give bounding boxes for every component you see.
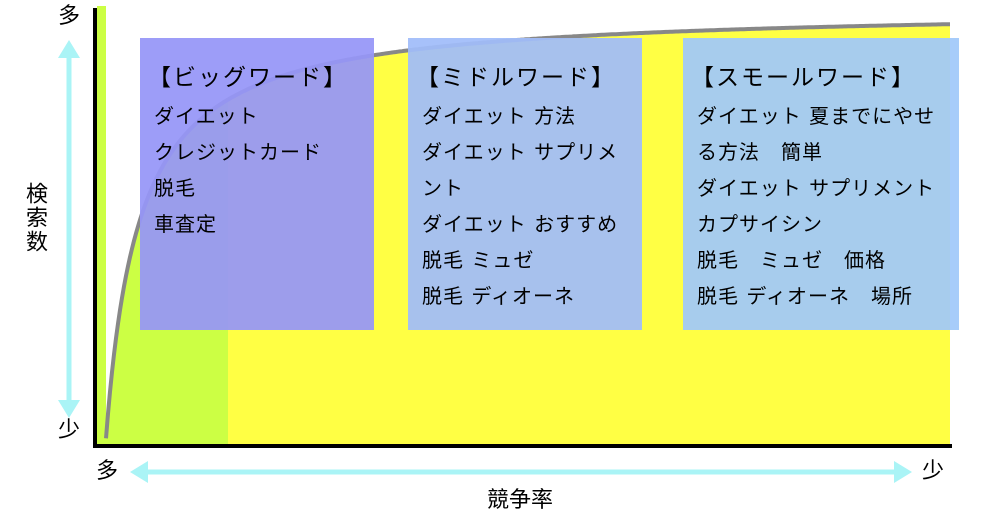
small-word-list: ダイエット 夏までにやせる方法 簡単 ダイエット サプリメント カプサイシン 脱… <box>697 98 945 314</box>
middle-word-item: ダイエット サプリメント <box>422 140 619 200</box>
middle-word-list: ダイエット 方法 ダイエット サプリメント ダイエット おすすめ 脱毛 ミュゼ … <box>422 98 628 314</box>
y-axis-low-label: 少 <box>58 418 81 443</box>
small-word-item: 脱毛 ディオーネ 場所 <box>697 284 913 308</box>
small-word-item: ダイエット 夏までにやせる方法 簡単 <box>697 104 936 164</box>
big-word-title: 【ビッグワード】 <box>148 65 348 91</box>
y-axis-title: 検索数 <box>22 182 47 254</box>
small-word-panel: 【スモールワード】 ダイエット 夏までにやせる方法 簡単 ダイエット サプリメン… <box>683 38 959 330</box>
y-axis-arrow <box>58 40 80 418</box>
small-word-item: ダイエット サプリメント カプサイシン <box>697 176 936 236</box>
big-word-item: 車査定 <box>154 212 217 236</box>
x-axis-arrow <box>130 461 912 483</box>
x-axis-title: 競争率 <box>486 488 553 513</box>
x-axis-low-label: 少 <box>922 459 945 484</box>
big-word-item: 脱毛 <box>154 176 196 200</box>
middle-word-item: ダイエット おすすめ <box>422 212 619 236</box>
middle-word-panel: 【ミドルワード】 ダイエット 方法 ダイエット サプリメント ダイエット おすす… <box>408 38 642 330</box>
middle-word-item: 脱毛 ミュゼ <box>422 248 535 272</box>
y-axis-high-label: 多 <box>58 4 81 29</box>
middle-word-item: 脱毛 ディオーネ <box>422 284 575 308</box>
middle-word-title: 【ミドルワード】 <box>416 65 616 91</box>
big-word-item: クレジットカード <box>154 140 322 164</box>
big-word-list: ダイエット クレジットカード 脱毛 車査定 <box>154 98 360 242</box>
x-axis-high-label: 多 <box>96 459 119 484</box>
middle-word-item: ダイエット 方法 <box>422 104 577 128</box>
big-word-panel: 【ビッグワード】 ダイエット クレジットカード 脱毛 車査定 <box>140 38 374 330</box>
small-word-item: 脱毛 ミュゼ 価格 <box>697 248 886 272</box>
big-word-item: ダイエット <box>154 104 259 128</box>
small-word-title: 【スモールワード】 <box>691 65 916 91</box>
